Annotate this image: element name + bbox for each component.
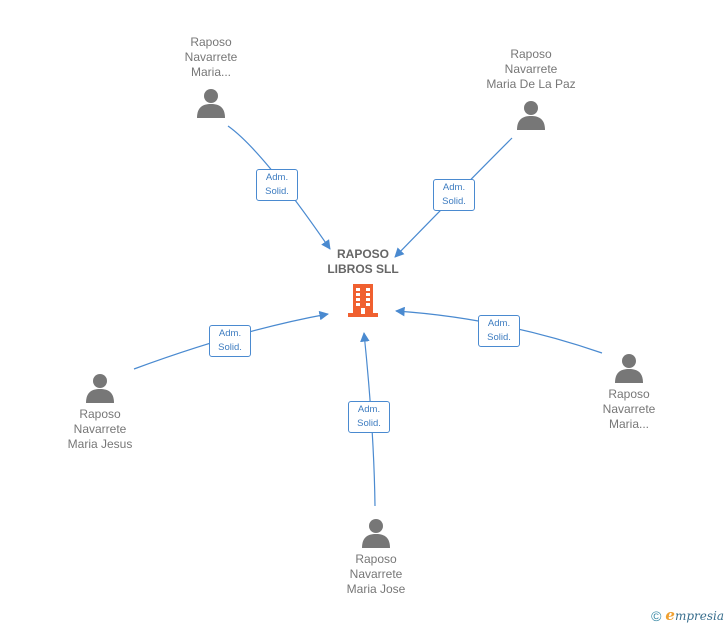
person-name-line: Navarrete — [349, 567, 403, 581]
person-name-line: Navarrete — [184, 50, 238, 64]
relation-label[interactable]: Adm. Solid. — [348, 401, 390, 433]
person-icon — [362, 519, 390, 548]
company-name-line-2: LIBROS SLL — [327, 262, 399, 276]
person-node[interactable]: Raposo Navarrete Maria Jose — [316, 518, 436, 597]
person-name-line: Maria Jose — [346, 582, 406, 596]
person-icon — [197, 89, 225, 118]
person-name-line: Raposo — [608, 387, 650, 401]
person-name-line: Maria... — [608, 417, 649, 431]
brand-logo: empresia — [665, 606, 724, 624]
relation-edge — [227, 125, 331, 250]
person-name-line: Maria... — [190, 65, 231, 79]
person-node[interactable]: Raposo Navarrete Maria De La Paz — [456, 47, 606, 130]
person-icon — [615, 354, 643, 383]
relation-label-line: Solid. — [487, 332, 511, 343]
brand-logo-text: mpresia — [674, 609, 724, 623]
person-name-line: Raposo — [79, 407, 121, 421]
brand-logo-initial: e — [665, 606, 675, 624]
person-icon — [517, 101, 545, 130]
person-name-line: Navarrete — [73, 422, 127, 436]
person-name-line: Raposo — [510, 47, 552, 61]
relation-label-line: Adm. — [218, 328, 242, 339]
person-name-line: Raposo — [355, 552, 397, 566]
person-node[interactable]: Raposo Navarrete Maria... — [579, 353, 679, 432]
person-name-line: Navarrete — [504, 62, 558, 76]
copyright-icon: © — [651, 608, 662, 624]
person-node[interactable]: Raposo Navarrete Maria... — [151, 35, 271, 118]
relation-label-line: Adm. — [357, 404, 381, 415]
relation-label-line: Adm. — [442, 182, 466, 193]
brand-footer: ©empresia — [651, 606, 724, 624]
person-icon — [86, 374, 114, 403]
person-name-line: Navarrete — [602, 402, 656, 416]
relation-label[interactable]: Adm. Solid. — [433, 179, 475, 211]
relation-label[interactable]: Adm. Solid. — [209, 325, 251, 357]
relation-label[interactable]: Adm. Solid. — [256, 169, 298, 201]
building-icon[interactable] — [346, 282, 380, 318]
relation-label-line: Adm. — [265, 172, 289, 183]
person-node[interactable]: Raposo Navarrete Maria Jesus — [40, 373, 160, 452]
relation-label-line: Adm. — [487, 318, 511, 329]
relation-label-line: Solid. — [218, 342, 242, 353]
relation-label[interactable]: Adm. Solid. — [478, 315, 520, 347]
company-name-line-1: RAPOSO — [336, 247, 389, 261]
person-name-line: Maria De La Paz — [486, 77, 576, 91]
relation-label-line: Solid. — [442, 196, 466, 207]
person-name-line: Raposo — [190, 35, 232, 49]
relation-label-line: Solid. — [357, 418, 381, 429]
relation-label-line: Solid. — [265, 186, 289, 197]
company-name[interactable]: RAPOSO LIBROS SLL — [303, 247, 423, 277]
person-name-line: Maria Jesus — [67, 437, 133, 451]
